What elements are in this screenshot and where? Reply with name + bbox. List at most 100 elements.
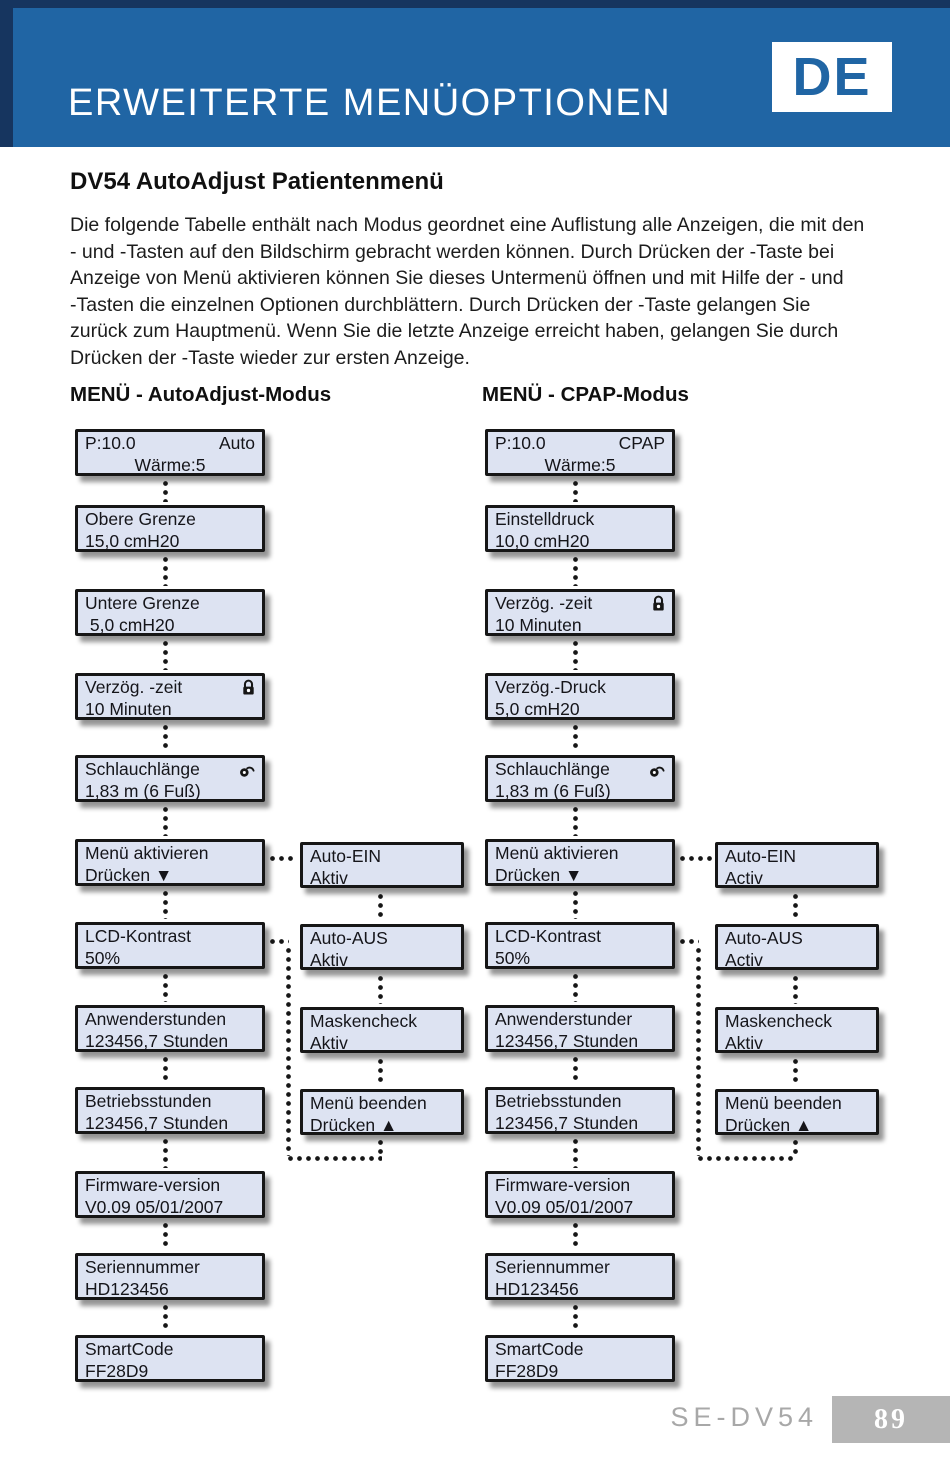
intro-line: Die folgende Tabelle enthält nach Modus … xyxy=(70,214,865,236)
column-heading-cpap: MENÜ - CPAP-Modus xyxy=(482,383,689,406)
section-title: DV54 AutoAdjust Patientenmenü xyxy=(70,168,444,195)
dotted-connector-vertical xyxy=(573,1137,578,1168)
dotted-connector-vertical xyxy=(163,555,168,586)
dotted-connector-horizontal xyxy=(286,1156,382,1161)
lcd-line2: HD123456 xyxy=(85,1278,169,1299)
lcd-line2: 10 Minuten xyxy=(85,698,172,719)
lcd-line1: LCD-Kontrast xyxy=(495,926,602,946)
lcd-line2: Wärme:5 xyxy=(544,454,616,475)
lcd-line1: Firmware-version xyxy=(85,1175,221,1195)
dotted-connector-vertical xyxy=(163,1221,168,1250)
lcd-line2: 10 Minuten xyxy=(495,614,582,635)
lock-closed-icon xyxy=(653,595,664,611)
lcd-line2: Wärme:5 xyxy=(134,454,206,475)
dotted-connector-vertical xyxy=(573,555,578,586)
lcd-line1: P:10.0 xyxy=(85,433,136,453)
dotted-connector-vertical xyxy=(793,974,798,1004)
lcd-line1: Schlauchlänge xyxy=(495,759,610,779)
lcd-line1: Verzög.-Druck xyxy=(495,677,606,697)
dotted-connector-vertical xyxy=(573,1221,578,1250)
lcd-line2: 50% xyxy=(495,947,531,968)
header-band: ERWEITERTE MENÜOPTIONEN DE xyxy=(0,0,950,147)
lcd-line1: Seriennummer xyxy=(85,1257,200,1277)
dotted-connector-vertical xyxy=(573,1055,578,1084)
page-number: 89 xyxy=(874,1403,908,1435)
lcd-line1: Menü aktivieren xyxy=(495,843,619,863)
lcd-line2: 5,0 cmH20 xyxy=(85,614,175,635)
lock-open-icon xyxy=(650,766,665,777)
lcd-line2: V0.09 05/01/2007 xyxy=(495,1196,634,1217)
intro-line: zurück zum Hauptmenü. Wenn Sie die letzt… xyxy=(70,320,839,342)
lcd-line1: Maskencheck xyxy=(725,1011,832,1031)
lcd-line1: LCD-Kontrast xyxy=(85,926,192,946)
lcd-line1: SmartCode xyxy=(495,1339,584,1359)
lcd-line1: Verzög. -zeit xyxy=(85,677,183,697)
lcd-line2: Aktiv xyxy=(725,1032,763,1053)
lcd-line2: Drücken ▼ xyxy=(85,864,173,885)
dotted-connector-vertical xyxy=(378,892,383,921)
intro-paragraph: Die folgende Tabelle enthält nach Modus … xyxy=(70,212,900,371)
dotted-connector-vertical xyxy=(793,892,798,921)
intro-line: -Tasten die einzelnen Optionen durchblät… xyxy=(70,293,811,316)
lcd-line2: Activ xyxy=(725,867,763,888)
language-badge: DE xyxy=(772,42,892,112)
lock-open-icon xyxy=(240,766,255,777)
lcd-line1: Maskencheck xyxy=(310,1011,417,1031)
dotted-connector-vertical xyxy=(286,946,291,1156)
dotted-connector-vertical xyxy=(573,889,578,919)
lcd-line2: Aktiv xyxy=(310,1032,348,1053)
dotted-connector-vertical xyxy=(573,639,578,670)
lcd-line1: Untere Grenze xyxy=(85,593,200,613)
intro-line: - und -Tasten auf den Bildschirm gebrach… xyxy=(70,240,835,263)
lcd-line1: Verzög. -zeit xyxy=(495,593,593,613)
dotted-connector-vertical xyxy=(573,479,578,502)
lcd-line1: P:10.0 xyxy=(495,433,546,453)
lcd-line2: 5,0 cmH20 xyxy=(495,698,580,719)
lcd-box-untere-grenze: Untere Grenze 5,0 cmH20 xyxy=(75,589,265,636)
lcd-line1: Obere Grenze xyxy=(85,509,196,529)
lcd-line2: Aktiv xyxy=(310,949,348,970)
lcd-line1: Anwenderstunder xyxy=(495,1009,633,1029)
lcd-line1: Menü beenden xyxy=(310,1093,427,1113)
dotted-connector-vertical xyxy=(163,1303,168,1332)
dotted-connector-vertical xyxy=(163,479,168,502)
dotted-connector-vertical xyxy=(378,1057,383,1086)
dotted-connector-vertical xyxy=(793,1138,798,1156)
dotted-connector-vertical xyxy=(163,639,168,670)
dotted-connector-horizontal xyxy=(268,939,289,944)
lcd-line2: 50% xyxy=(85,947,121,968)
column-heading-autoadjust: MENÜ - AutoAdjust-Modus xyxy=(70,383,332,406)
header-edge-top xyxy=(0,0,950,8)
lcd-line2: Drücken ▲ xyxy=(725,1114,813,1135)
lcd-line1: Auto-AUS xyxy=(310,928,388,948)
dotted-connector-vertical xyxy=(163,805,168,836)
lcd-line2: FF28D9 xyxy=(495,1360,559,1381)
lcd-line2: Drücken ▼ xyxy=(495,864,583,885)
dotted-connector-horizontal xyxy=(696,1156,797,1161)
lcd-line2: V0.09 05/01/2007 xyxy=(85,1196,224,1217)
dotted-connector-vertical xyxy=(573,1303,578,1332)
